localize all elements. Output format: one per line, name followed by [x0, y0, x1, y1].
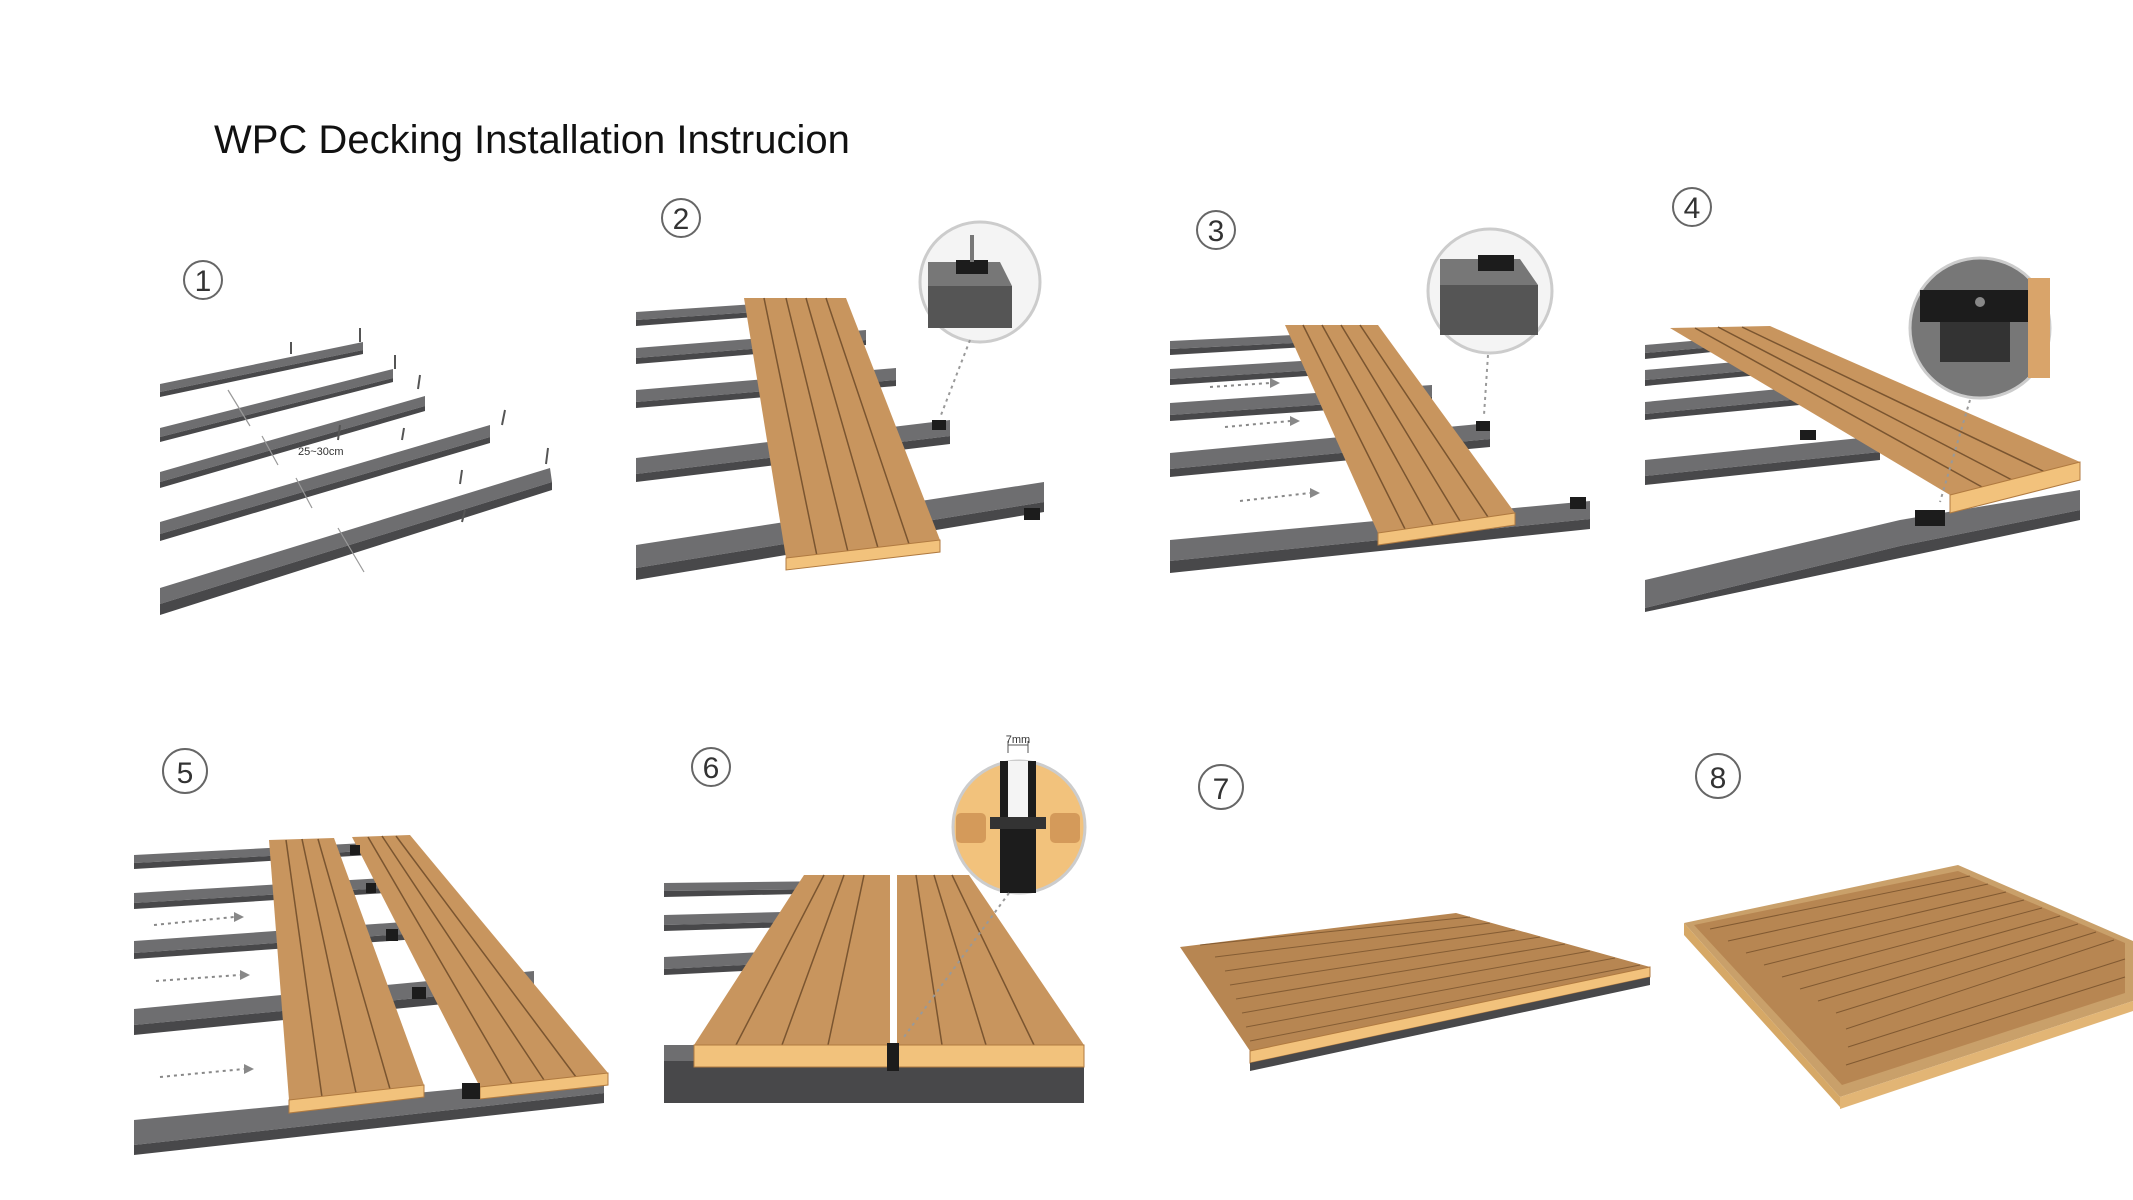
deck-board-2 — [896, 874, 1085, 1068]
step-1-diagram: 1 25~30cm — [160, 260, 552, 615]
step-7-panel: 7 — [1170, 745, 1660, 1125]
svg-text:3: 3 — [1208, 215, 1225, 248]
deck-board — [1670, 326, 2081, 514]
svg-text:7: 7 — [1213, 773, 1230, 806]
deck-board — [1285, 324, 1516, 546]
step-2-diagram: 2 — [636, 198, 1044, 580]
step-5-diagram: 5 — [134, 748, 609, 1155]
step-number-1: 1 — [183, 260, 223, 300]
callout-line — [940, 339, 971, 416]
step-number-7: 7 — [1198, 764, 1244, 810]
hidden-clip — [932, 420, 1040, 520]
step-number-2: 2 — [661, 198, 701, 238]
svg-text:4: 4 — [1684, 192, 1701, 225]
step-number-5: 5 — [162, 748, 208, 794]
svg-text:5: 5 — [177, 757, 194, 790]
step-6-panel: 6 7mm — [664, 725, 1114, 1165]
step-4-panel: 4 — [1640, 180, 2100, 620]
hidden-clip — [887, 1043, 899, 1071]
callout-line — [1483, 354, 1489, 416]
deck-board-1 — [269, 838, 425, 1114]
step-number-3: 3 — [1196, 210, 1236, 250]
step-8-diagram: 8 — [1684, 753, 2133, 1109]
hidden-clip — [1800, 430, 1945, 526]
step-3-panel: 3 — [1170, 195, 1610, 615]
spacing-label: 25~30cm — [298, 446, 344, 458]
push-arrows — [153, 912, 254, 1078]
svg-text:2: 2 — [673, 203, 690, 236]
page-title: WPC Decking Installation Instrucion — [214, 118, 850, 162]
step-1-panel: 1 25~30cm — [150, 250, 580, 650]
finished-deck-with-frame — [1684, 865, 2133, 1109]
magnifier-detail — [1426, 227, 1554, 355]
spacing-arrows — [227, 389, 365, 573]
step-8-panel: 8 — [1670, 745, 2133, 1125]
svg-text:8: 8 — [1710, 762, 1727, 795]
step-3-diagram: 3 — [1170, 210, 1590, 573]
step-number-6: 6 — [691, 747, 731, 787]
callout-line — [903, 892, 1010, 1038]
hidden-clip — [1476, 421, 1586, 509]
svg-text:6: 6 — [703, 752, 720, 785]
deck-board — [744, 297, 941, 571]
step-6-diagram: 6 7mm — [664, 734, 1087, 1103]
step-5-panel: 5 — [134, 725, 614, 1175]
joists — [160, 342, 552, 615]
finished-deck — [1180, 913, 1651, 1071]
deck-board-2 — [352, 835, 609, 1100]
step-4-diagram: 4 — [1645, 187, 2081, 612]
step-number-8: 8 — [1695, 753, 1741, 799]
step-2-panel: 2 — [636, 190, 1056, 610]
hidden-clips — [350, 845, 480, 1099]
step-number-4: 4 — [1672, 187, 1712, 227]
step-7-diagram: 7 — [1180, 764, 1651, 1071]
svg-text:1: 1 — [195, 265, 212, 298]
magnifier-detail — [918, 220, 1042, 344]
magnifier-detail — [951, 759, 1087, 895]
push-arrows — [1209, 378, 1320, 502]
joists — [1645, 335, 2080, 612]
deck-board-1 — [693, 874, 891, 1068]
gap-label: 7mm — [1006, 734, 1030, 746]
magnifier-detail — [1908, 256, 2052, 400]
screws — [290, 328, 549, 523]
gap-dimension — [1007, 741, 1029, 753]
